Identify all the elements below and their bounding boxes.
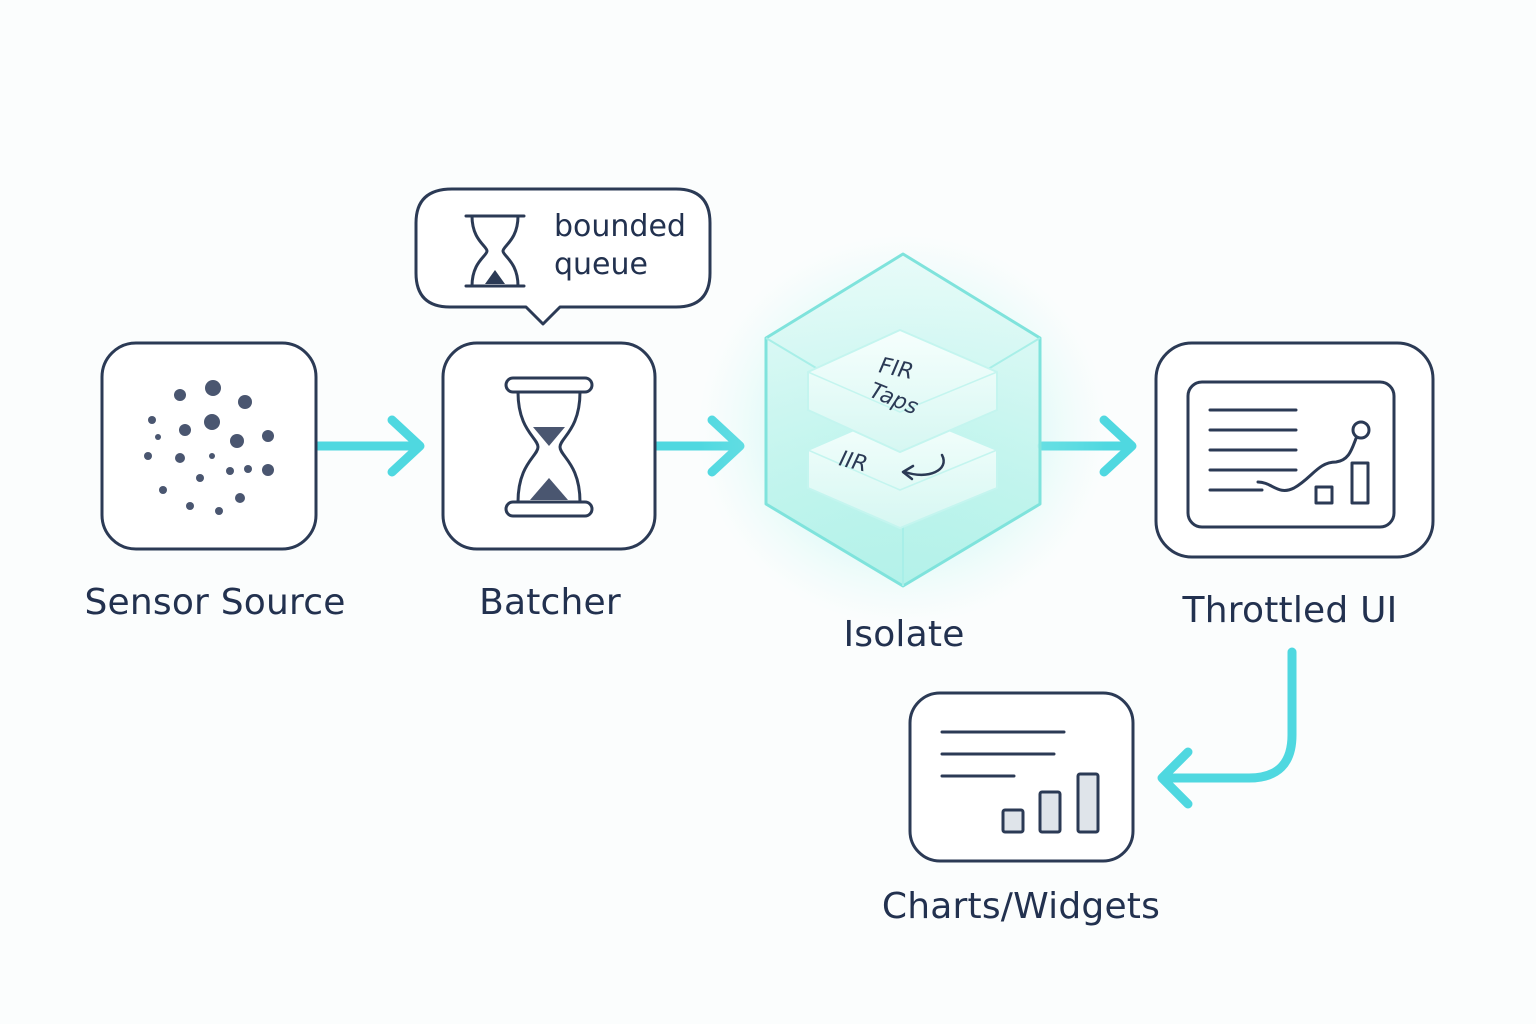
hourglass-icon: [464, 214, 526, 288]
hourglass-icon: [504, 376, 594, 518]
iir-layer: [807, 408, 998, 530]
callout-bounded-queue: [414, 187, 712, 326]
glowing-cube-icon: FIR Taps IIR: [764, 252, 1042, 588]
loop-arrow-head: [901, 464, 915, 481]
fir-layer: [807, 328, 998, 454]
node-charts-widgets[interactable]: [908, 691, 1135, 863]
node-isolate[interactable]: FIR Taps IIR: [698, 235, 1108, 625]
callout-line-2: queue: [554, 247, 648, 282]
particle-dots-icon: [144, 380, 274, 515]
dashboard-icon: [1186, 380, 1396, 529]
label-charts-widgets: Charts/Widgets: [881, 886, 1161, 927]
node-batcher[interactable]: [441, 341, 657, 551]
label-sensor-source: Sensor Source: [84, 582, 346, 623]
label-isolate: Isolate: [843, 614, 965, 655]
bar-chart-icon: [940, 730, 1100, 834]
edge-sensor-to-batcher: [313, 415, 425, 477]
edge-throttled-to-charts: [1157, 647, 1297, 809]
loop-arrow-icon: [903, 453, 945, 477]
label-batcher: Batcher: [479, 582, 621, 623]
node-sensor-source[interactable]: [100, 341, 318, 551]
label-throttled-ui: Throttled UI: [1182, 590, 1398, 631]
callout-line-1: bounded: [554, 209, 686, 244]
node-throttled-ui[interactable]: [1154, 341, 1435, 559]
